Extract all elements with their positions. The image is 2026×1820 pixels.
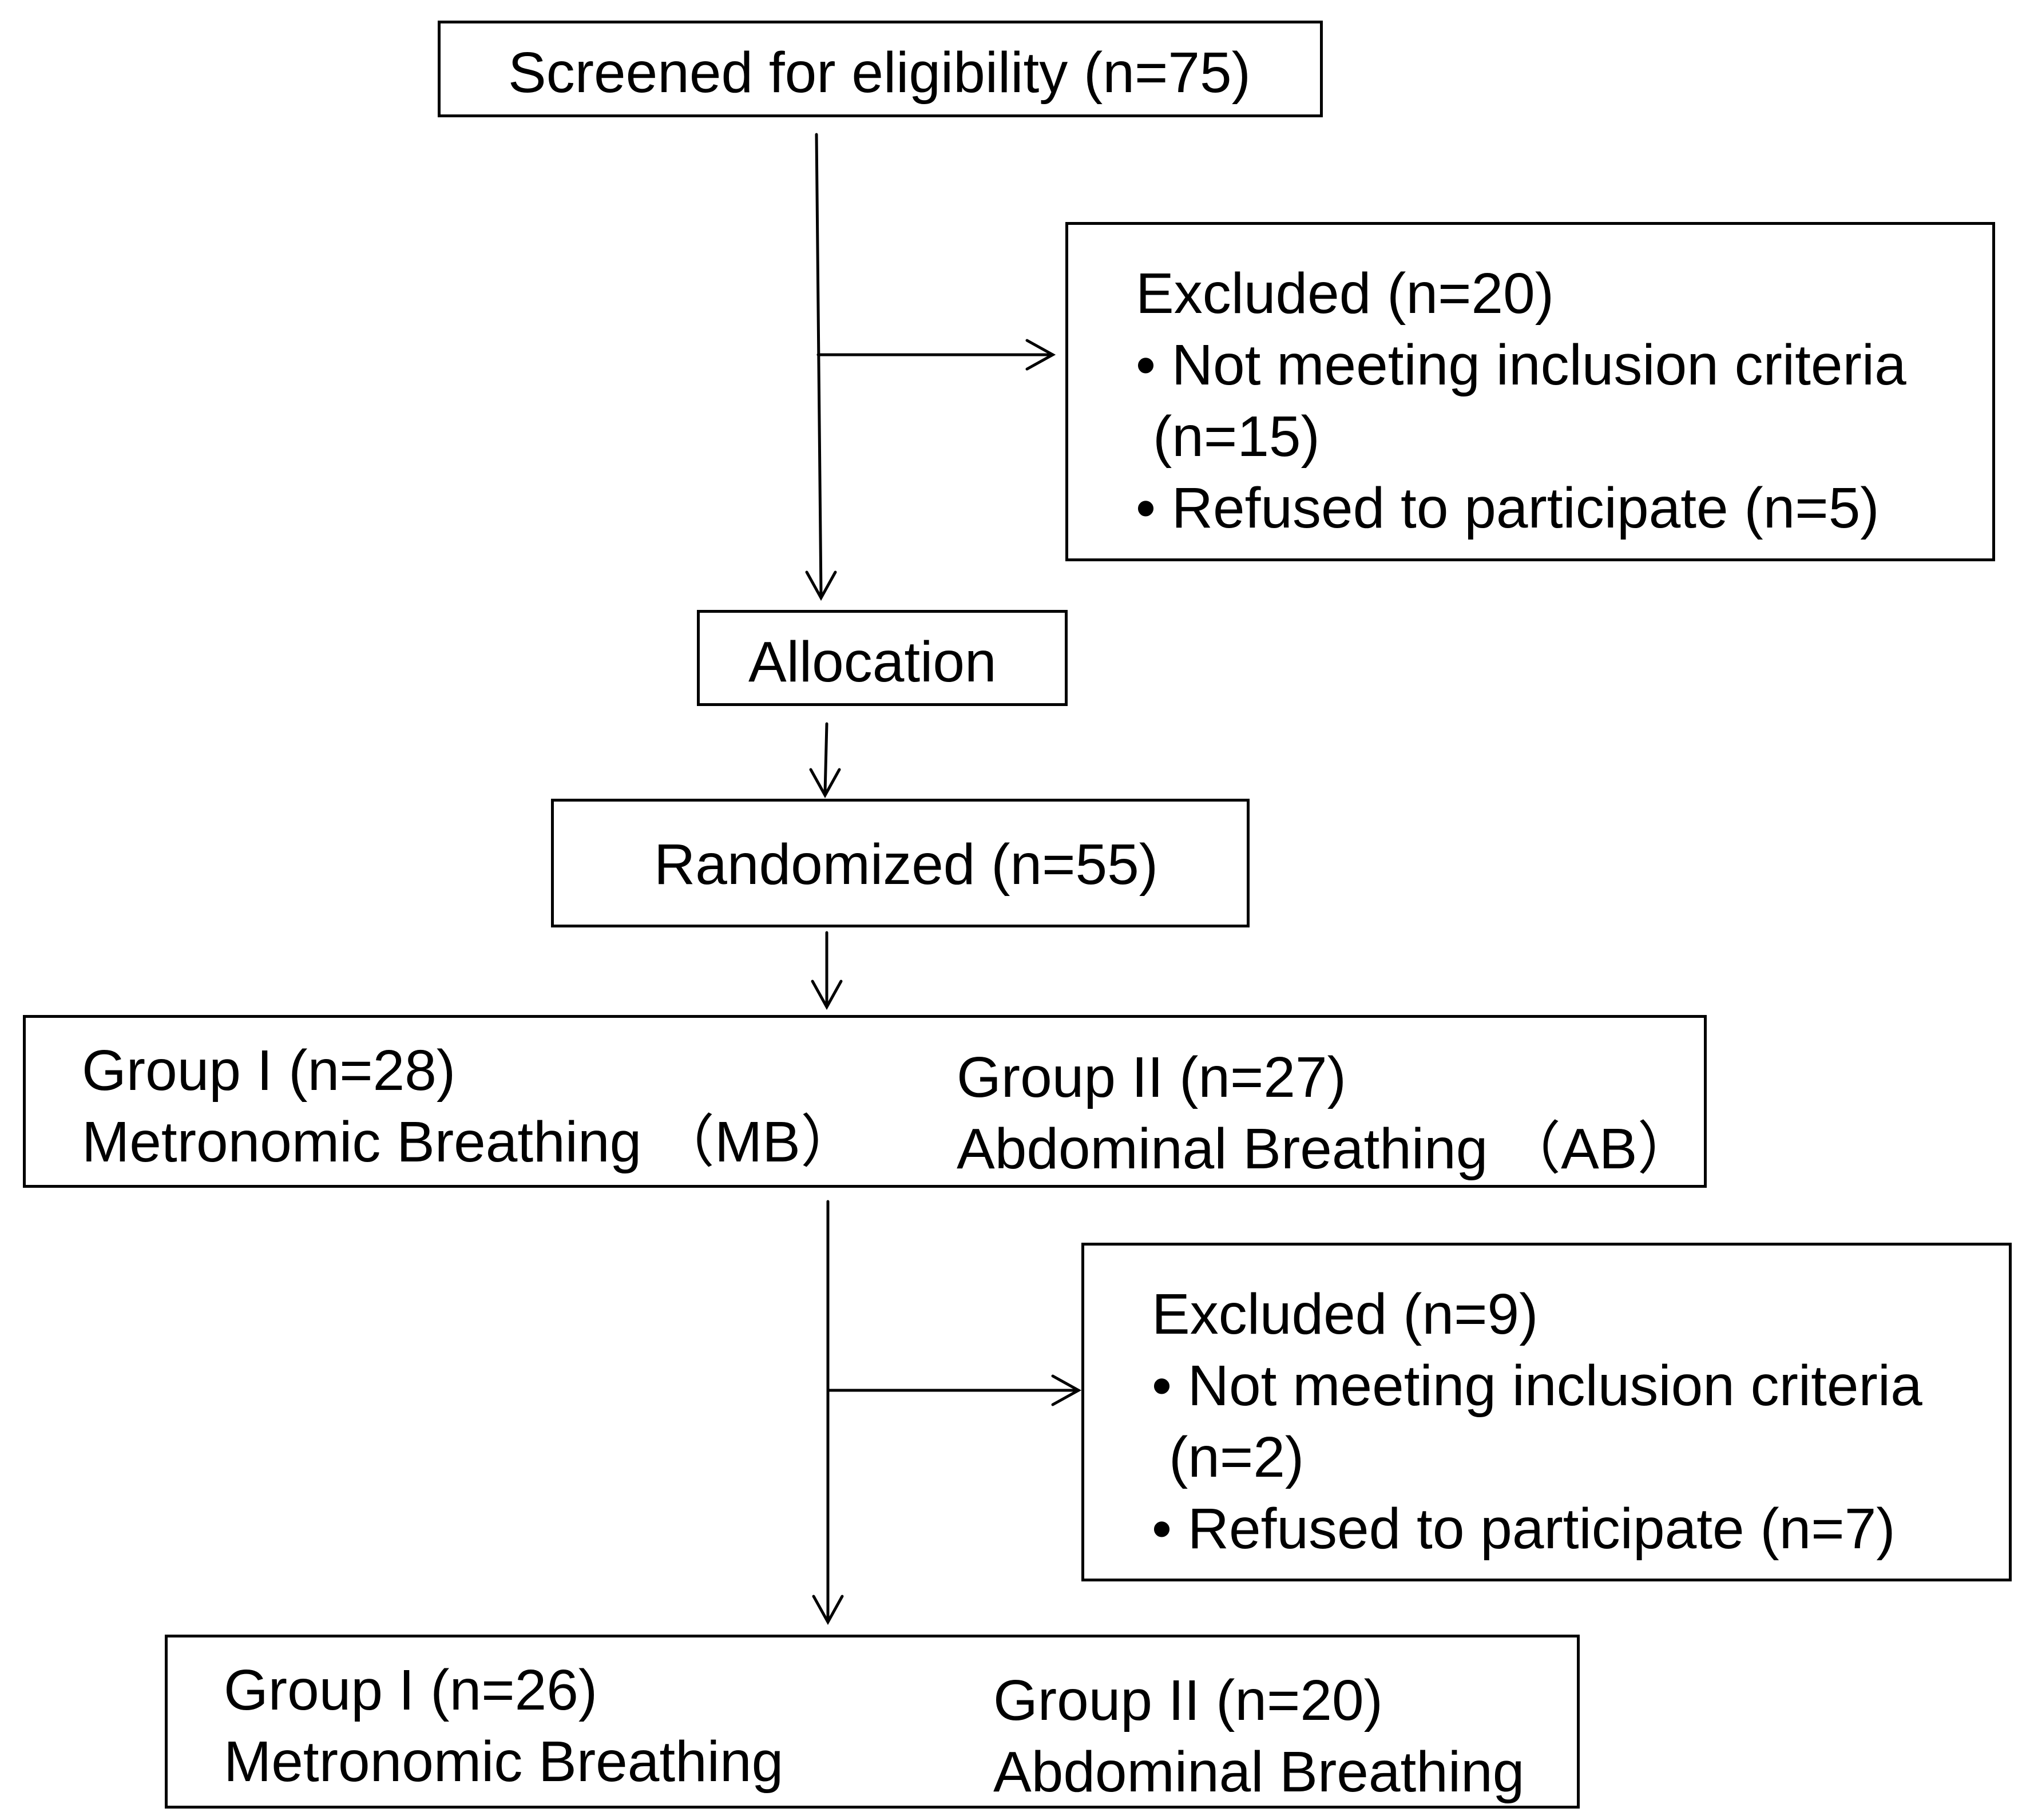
group2-allocated-title: Group II (n=27) <box>957 1045 1346 1109</box>
connector-allocation-randomized <box>823 722 828 794</box>
groups-allocated-box: Group I (n=28) Metronomic Breathing （MB）… <box>23 1015 1707 1188</box>
allocation-label: Allocation <box>748 630 997 694</box>
allocation-box: Allocation <box>697 610 1068 706</box>
group2-final-name: Abdominal Breathing <box>993 1740 1525 1804</box>
arrowhead-excluded2 <box>1051 1374 1082 1406</box>
excluded-box-1: Excluded (n=20) • Not meeting inclusion … <box>1065 222 1995 561</box>
group1-final-title: Group I (n=26) <box>224 1658 598 1722</box>
group1-allocated-name: Metronomic Breathing （MB） <box>82 1110 858 1174</box>
screened-label: Screened for eligibility (n=75) <box>508 41 1251 105</box>
excluded1-criteria-count: (n=15) <box>1153 405 1320 469</box>
excluded2-criteria: • Not meeting inclusion criteria <box>1152 1354 1922 1418</box>
arrowhead-excluded1 <box>1025 339 1056 371</box>
group1-final-name: Metronomic Breathing <box>224 1730 784 1794</box>
excluded1-title: Excluded (n=20) <box>1136 261 1555 326</box>
arrowhead-allocation <box>805 570 837 601</box>
excluded2-refused: • Refused to participate (n=7) <box>1152 1497 1896 1561</box>
excluded2-criteria-count: (n=2) <box>1169 1425 1305 1489</box>
groups-final-box: Group I (n=26) Metronomic Breathing Grou… <box>165 1635 1580 1809</box>
group1-allocated-title: Group I (n=28) <box>82 1038 456 1103</box>
arrowhead-groups <box>811 980 843 1010</box>
connector-screened-allocation <box>815 133 823 597</box>
group2-final-title: Group II (n=20) <box>993 1668 1383 1732</box>
group2-allocated-name: Abdominal Breathing （AB） <box>957 1117 1695 1181</box>
screened-box: Screened for eligibility (n=75) <box>438 21 1323 117</box>
excluded-box-2: Excluded (n=9) • Not meeting inclusion c… <box>1081 1243 2012 1581</box>
arrowhead-final <box>812 1595 844 1625</box>
randomized-label: Randomized (n=55) <box>654 832 1159 897</box>
randomized-box: Randomized (n=55) <box>551 799 1250 927</box>
excluded2-title: Excluded (n=9) <box>1152 1282 1539 1346</box>
arrowhead-randomized <box>809 768 841 799</box>
excluded1-refused: • Refused to participate (n=5) <box>1136 476 1880 540</box>
excluded1-criteria: • Not meeting inclusion criteria <box>1136 333 1906 397</box>
